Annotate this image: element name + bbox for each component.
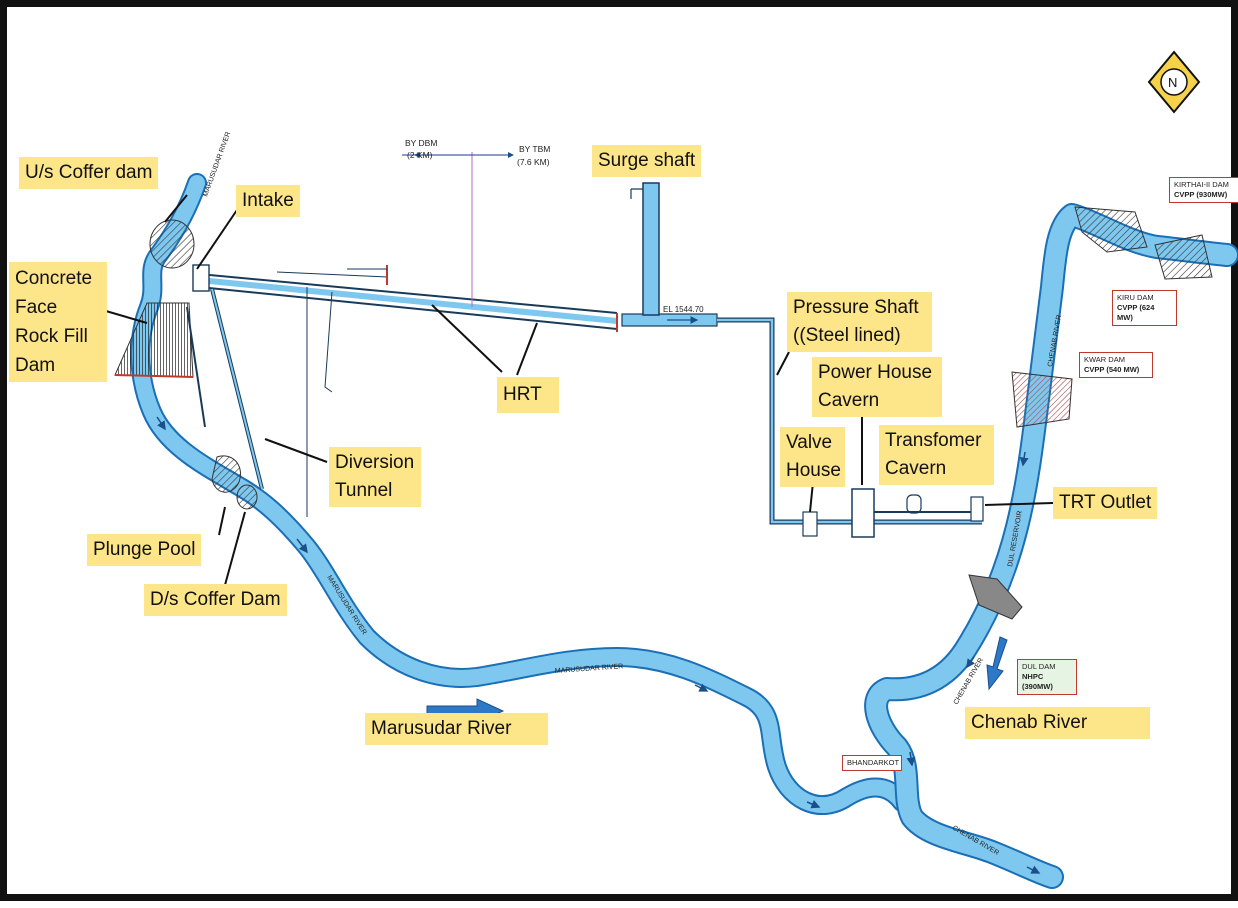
transformer-label: Transfomer Cavern (879, 425, 994, 485)
north-arrow-icon: N (1147, 50, 1201, 114)
layout-map: BY DBM (2 KM) BY TBM (7.6 KM) EL 1544.70… (98, 50, 1238, 889)
dul-dam-box: DUL DAM NHPC (390MW) (1017, 659, 1077, 695)
surge-shaft-label: Surge shaft (592, 145, 702, 177)
headrace-to-surge (621, 313, 982, 525)
by-dbm-dist-text: (2 KM) (407, 150, 433, 160)
valve-house-label: Valve House (780, 427, 845, 487)
chenab-flow-arrow (986, 636, 1008, 691)
marusudar-river-label: Marusudar River (365, 713, 548, 745)
dul-dam-structure (968, 574, 1023, 620)
us-coffer-dam-label: U/s Coffer dam (19, 157, 159, 189)
bhandarkot-box: BHANDARKOT (842, 755, 902, 771)
marusudar-bottom-text: MARUSUDAR RIVER (555, 663, 624, 675)
kirthai-dam-structure (1074, 206, 1213, 280)
plunge-pool-structure (211, 455, 241, 493)
intake-structure (192, 264, 210, 292)
by-tbm-text: BY TBM (519, 144, 550, 154)
kiru-capacity: CVPP (624 MW) (1117, 303, 1155, 322)
cfrd-dam-structure (114, 302, 194, 378)
kwar-dam-structure (1011, 371, 1073, 428)
diversion-tunnel-structure (186, 268, 387, 517)
elevation-text: EL 1544.70 (663, 305, 704, 314)
kwar-dam-box: KWAR DAM CVPP (540 MW) (1079, 352, 1153, 378)
ds-coffer-dam-label: D/s Coffer Dam (144, 584, 287, 616)
dul-capacity: NHPC (390MW) (1022, 672, 1053, 691)
kiru-dam-box: KIRU DAM CVPP (624 MW) (1112, 290, 1177, 326)
leader-lines (98, 194, 1054, 586)
intake-label: Intake (236, 185, 300, 217)
marusudar-mid-text: MARUSUDAR RIVER (325, 574, 367, 636)
chenab-river-label: Chenab River (965, 707, 1150, 739)
trt-outlet-structure (970, 496, 984, 522)
power-house-structure (851, 488, 972, 538)
kwar-name: KWAR DAM (1084, 355, 1125, 364)
hrt-tunnel (198, 265, 618, 332)
north-label: N (1168, 75, 1177, 90)
surge-shaft-structure (630, 182, 660, 316)
by-tbm-dist-text: (7.6 KM) (517, 157, 550, 167)
ds-coffer-dam-structure (236, 484, 258, 510)
chainage-markers (402, 152, 514, 307)
kirthai-name: KIRTHAI-II DAM (1174, 180, 1229, 189)
hrt-label: HRT (497, 377, 559, 413)
kirthai-dam-box: KIRTHAI-II DAM CVPP (930MW) (1169, 177, 1238, 203)
cfrd-label: Concrete Face Rock Fill Dam (9, 262, 107, 382)
kwar-capacity: CVPP (540 MW) (1084, 365, 1140, 374)
kirthai-capacity: CVPP (930MW) (1174, 190, 1228, 199)
marusudar-upper-text: MARUSUDAR RIVER (202, 131, 232, 198)
chenab-river-course (864, 203, 1238, 889)
trt-outlet-label: TRT Outlet (1053, 487, 1158, 519)
power-house-label: Power House Cavern (812, 357, 942, 417)
pressure-shaft-label: Pressure Shaft ((Steel lined) (787, 292, 932, 352)
plunge-pool-label: Plunge Pool (87, 534, 202, 566)
kiru-name: KIRU DAM (1117, 293, 1154, 302)
diversion-tunnel-label: Diversion Tunnel (329, 447, 421, 507)
bhandarkot-name: BHANDARKOT (847, 758, 900, 767)
us-coffer-dam-structure (149, 219, 195, 269)
valve-house-structure (802, 511, 818, 537)
dul-name: DUL DAM (1022, 662, 1056, 671)
by-dbm-text: BY DBM (405, 138, 437, 148)
